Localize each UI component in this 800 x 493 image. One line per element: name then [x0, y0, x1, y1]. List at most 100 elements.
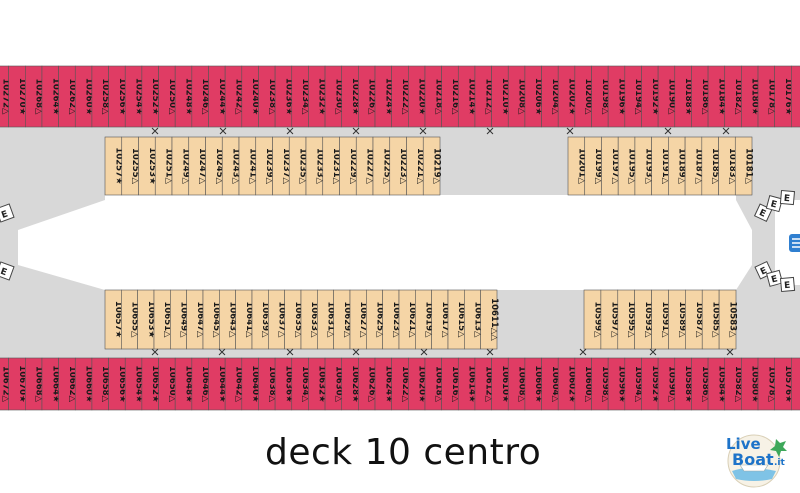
cabin-number: 10611△△	[489, 298, 499, 341]
cabin-10649: 10649△	[170, 289, 189, 350]
cabin-10643: 10643△	[219, 289, 238, 350]
cabin-number: 10594△	[633, 366, 643, 403]
left-lobby	[0, 137, 105, 349]
cabin-10637: 10637△	[268, 289, 287, 350]
cabin-number: 10638△	[267, 366, 277, 403]
cabin-10591: 10591△	[651, 289, 670, 350]
cabin-10650: 10650△	[158, 357, 177, 411]
cabin-10206: 10206★	[524, 65, 543, 128]
cabin-number: 10590△	[666, 366, 676, 403]
cabin-10221: 10221△	[406, 136, 425, 196]
cabin-10602: 10602★	[557, 357, 577, 411]
cabin-number: 10210★	[500, 78, 510, 116]
cabin-10235: 10235△	[288, 136, 308, 196]
cabin-number: 10651△	[162, 301, 172, 338]
cabin-number: 10233△	[314, 148, 324, 185]
cabin-10227: 10227△	[355, 136, 375, 196]
cabin-number: 10668△	[34, 366, 44, 403]
cabin-10608: 10608△	[507, 357, 527, 411]
cabin-10246: 10246△	[191, 65, 210, 128]
cabin-10639: 10639△	[251, 289, 270, 350]
cabin-number: 10246△	[200, 78, 210, 115]
cabin-10219: 10219△	[422, 136, 442, 196]
cabin-10620: 10620★	[408, 357, 427, 411]
cabin-10196: 10196★	[607, 65, 626, 128]
elevator-icon: E	[766, 269, 784, 287]
cabin-number: 10640★	[250, 365, 260, 403]
cabin-10256: 10256★	[108, 65, 127, 128]
cabin-10644: 10644★	[208, 357, 227, 411]
cabin-number: 10180★	[750, 78, 760, 116]
cabin-number: 10615△	[456, 301, 466, 338]
cabin-number: 10617△	[440, 301, 450, 338]
cabin-number: 10260★	[84, 78, 94, 116]
cabin-number: 10642△	[233, 366, 243, 403]
cabin-number: 10588★	[683, 365, 693, 403]
cabin-10636: 10636★	[274, 357, 293, 411]
cabin-10210: 10210★	[491, 65, 510, 128]
cabin-10645: 10645△	[202, 289, 221, 350]
cabin-number: 10587△	[694, 301, 704, 338]
cabin-number: 10192★	[650, 78, 660, 116]
cabin-number: 10212△	[483, 78, 493, 115]
door-marker	[664, 127, 672, 135]
cabin-10628: 10628★	[341, 357, 360, 411]
cabin-10241: 10241△	[238, 136, 257, 196]
cabin-number: 10256★	[117, 78, 127, 116]
cabin-number: 10228★	[350, 78, 360, 116]
cabin-10244: 10244★	[208, 65, 227, 128]
cabin-10651: 10651△	[153, 289, 172, 350]
cabin-10218: 10218△	[424, 65, 443, 128]
cabin-number: 10646△	[200, 366, 210, 403]
cabin-number: 10245△	[214, 148, 224, 185]
cabin-10635: 10635△	[284, 289, 303, 350]
cabin-number: 10643△	[228, 301, 238, 338]
cabin-10180: 10180★	[741, 65, 760, 128]
svg-text:E: E	[783, 194, 790, 204]
cabin-10656: 10656★	[108, 357, 127, 411]
door-marker	[566, 127, 574, 135]
cabin-10594: 10594△	[624, 357, 643, 411]
cabin-10638: 10638△	[258, 357, 277, 411]
cabin-10604: 10604△	[541, 357, 560, 411]
cabin-10260: 10260★	[74, 65, 94, 128]
cabin-10614: 10614★	[457, 357, 477, 411]
cabin-10662: 10662△	[58, 357, 77, 411]
cabin-10255: 10255△	[121, 136, 140, 196]
cabin-10580: 10580★	[741, 357, 760, 411]
cabin-number: 10628★	[350, 365, 360, 403]
cabin-number: 10592★	[650, 365, 660, 403]
svg-text:E: E	[784, 281, 791, 291]
cabin-number: 10591△	[660, 301, 670, 338]
cabin-10668: 10668△	[25, 357, 44, 411]
cabin-number: 10184★	[716, 78, 726, 116]
cabin-10195: 10195△	[617, 136, 637, 196]
cabin-10588: 10588★	[674, 357, 693, 411]
cabin-number: 10629△	[342, 301, 352, 338]
cabin-10176: 10176★	[774, 65, 793, 128]
cabin-number: 10645△	[211, 301, 221, 338]
cabin-10250: 10250△	[158, 65, 177, 128]
cabin-number: 10614★	[467, 365, 477, 403]
cabin-number: 10657★	[113, 301, 123, 339]
cabin-10182: 10182△	[724, 65, 743, 128]
cabin-10617: 10617△	[431, 289, 450, 350]
cabin-10648: 10648★	[174, 357, 194, 411]
cabin-number: 10618△	[433, 366, 443, 403]
cabin-10224: 10224★	[374, 65, 393, 128]
cabin-number: 10198△	[600, 78, 610, 115]
cabin-10240: 10240★	[241, 65, 260, 128]
cabin-10242: 10242△	[224, 65, 243, 128]
cabin-number: 10191△	[660, 148, 670, 185]
cabin-number: 10632★	[317, 365, 327, 403]
cabin-number: 10272△	[0, 78, 10, 115]
cabin-number: 10258△	[100, 78, 110, 115]
cabin-number: 10604△	[550, 366, 560, 403]
cabin-number: 10623△	[391, 301, 401, 338]
cabin-10630: 10630△	[324, 357, 343, 411]
cabin-number: 10636★	[283, 365, 293, 403]
cabin-number: 10602★	[567, 365, 577, 403]
cabin-number: 10637△	[277, 301, 287, 338]
door-marker	[286, 348, 294, 356]
